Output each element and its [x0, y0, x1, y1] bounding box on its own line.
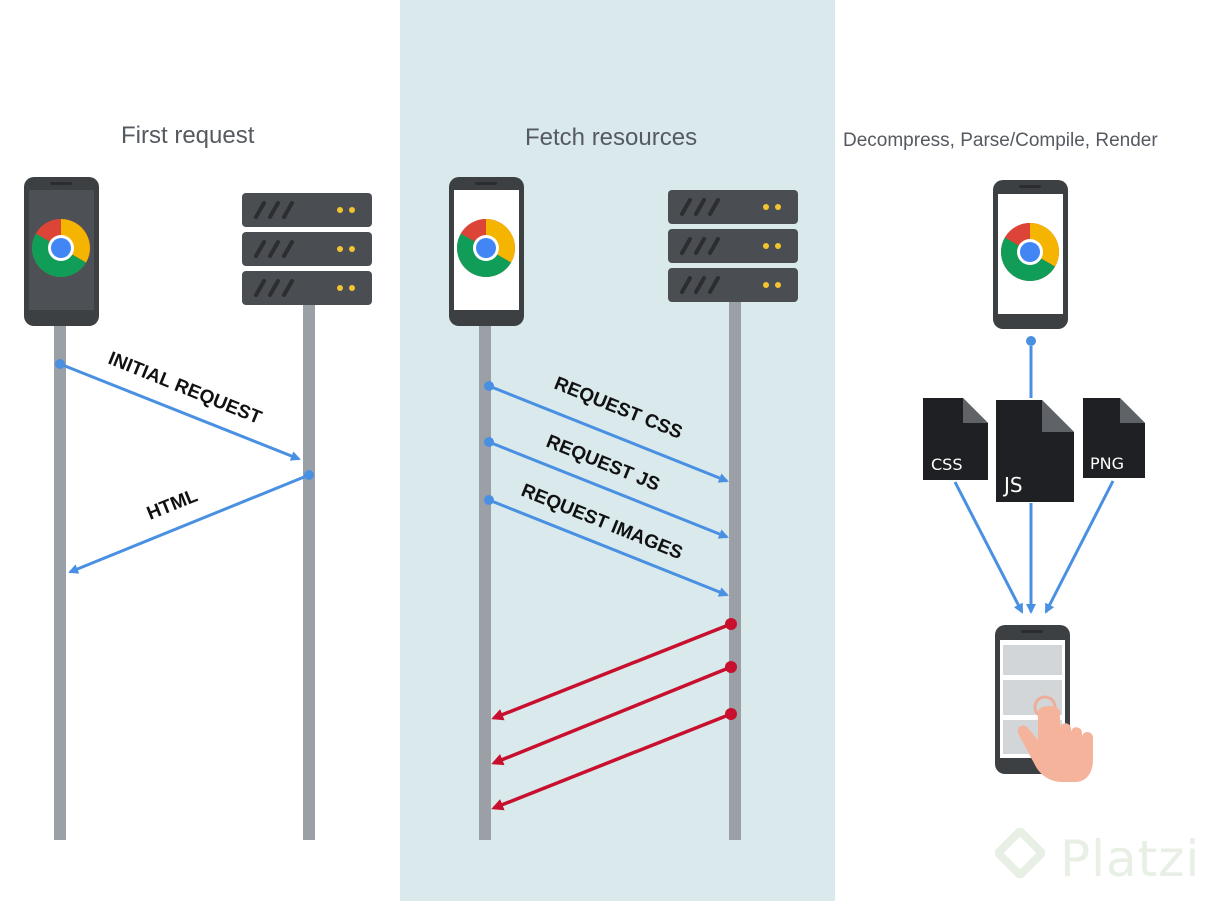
chrome-icon — [457, 219, 515, 277]
phone-icon — [449, 177, 524, 326]
file-icon — [923, 398, 988, 480]
response-arrow — [491, 661, 737, 766]
server-lifeline — [303, 300, 315, 840]
js-file-label: JS — [1002, 473, 1023, 497]
css-file-label: CSS — [931, 455, 962, 474]
request-images-arrow — [484, 495, 729, 597]
request-css-label: REQUEST CSS — [551, 373, 685, 443]
first-request-title: First request — [121, 122, 255, 149]
file-icon — [996, 400, 1074, 502]
response-arrow — [491, 708, 737, 811]
initial-request-arrow — [55, 359, 301, 461]
platzi-watermark: Platzi — [1060, 830, 1201, 888]
client-lifeline — [54, 320, 66, 840]
request-js-arrow — [484, 437, 729, 539]
html-response-arrow — [68, 470, 314, 574]
png-to-device-arrow — [1044, 480, 1115, 614]
chrome-icon — [1001, 223, 1059, 281]
fetch-resources-title: Fetch resources — [525, 124, 698, 151]
request-css-arrow — [484, 381, 729, 483]
hand-tap-icon — [1017, 695, 1093, 782]
png-file-label: PNG — [1090, 454, 1124, 473]
css-to-device-arrow — [953, 481, 1024, 614]
client-lifeline — [479, 320, 491, 840]
platzi-logo-icon — [995, 828, 1045, 878]
server-icon — [240, 191, 374, 307]
fetch-resources-panel-background — [400, 0, 835, 901]
initial-request-label: INITIAL REQUEST — [105, 348, 265, 429]
server-icon — [666, 188, 800, 304]
phone-icon — [993, 180, 1068, 329]
html-label: HTML — [144, 485, 201, 524]
server-lifeline — [729, 300, 741, 840]
render-up-arrow — [1026, 336, 1036, 398]
response-arrow — [491, 618, 737, 721]
render-title: Decompress, Parse/Compile, Render — [843, 130, 1158, 151]
chrome-icon — [32, 219, 90, 277]
file-icon — [1083, 398, 1145, 478]
phone-icon — [24, 177, 99, 326]
